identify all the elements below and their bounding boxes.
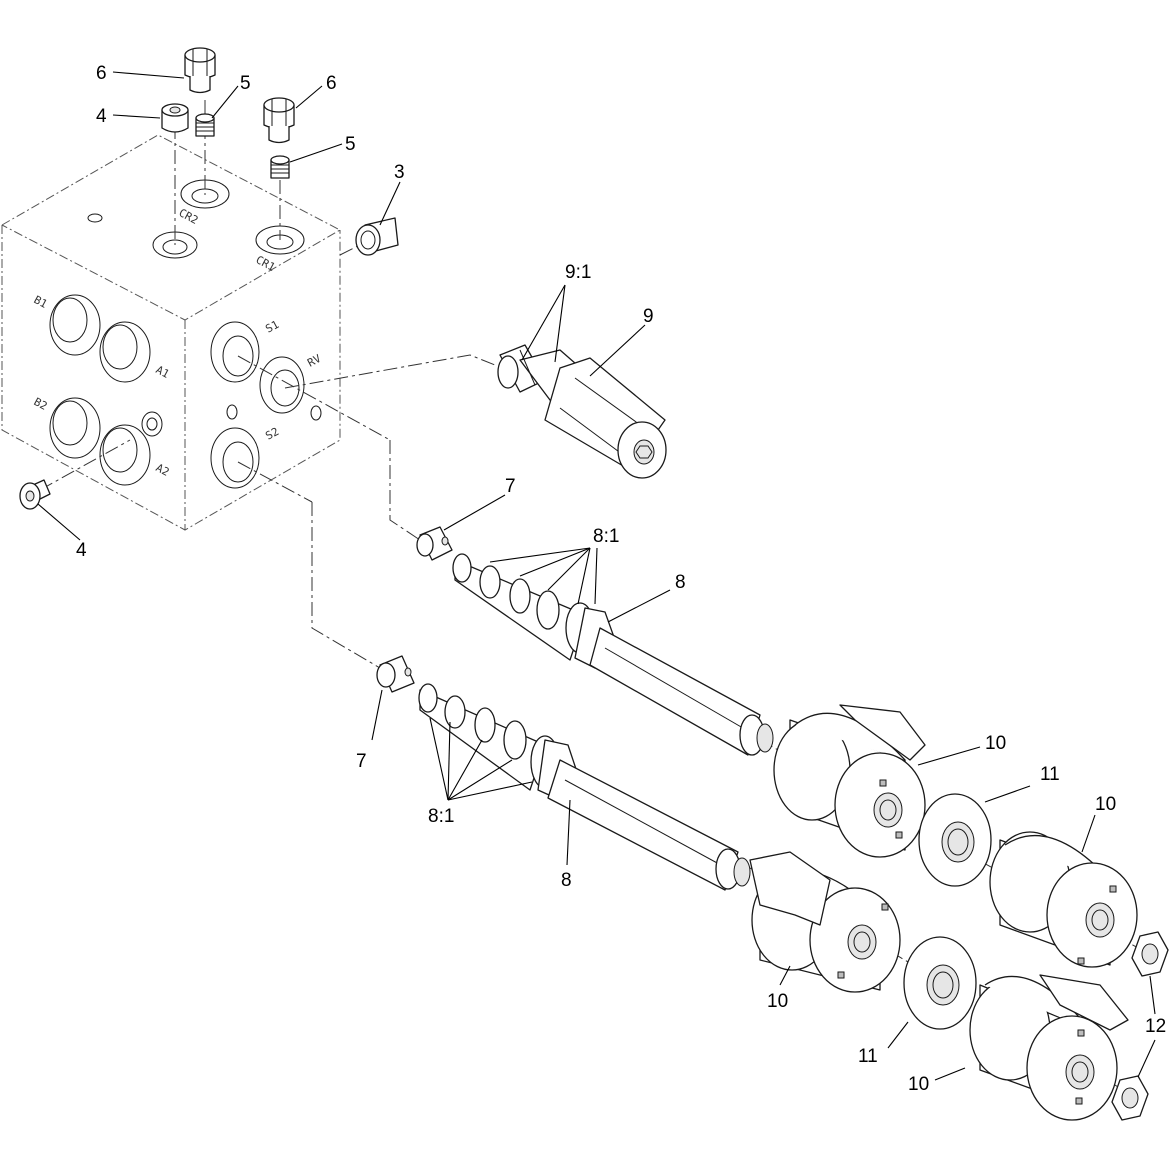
callout-leaders (37, 71, 1156, 1081)
callout-11-lower: 11 (858, 1046, 878, 1067)
port-label-cr1: CR1 (254, 253, 278, 274)
callout-7-lower: 7 (356, 751, 367, 772)
solenoid-coil-10-d (969, 974, 1129, 1121)
port-label-a1: A1 (154, 363, 172, 381)
callout-5-left: 5 (240, 73, 251, 94)
hex-plug-6-left (184, 47, 216, 94)
washer-11-lower (903, 936, 977, 1030)
port-label-b1: B1 (32, 293, 50, 311)
port-label-rv: RV (305, 352, 323, 370)
valve-manifold-block: B1 A1 B2 A2 S1 RV S2 CR1 CR2 (1, 134, 342, 531)
callout-8-upper: 8 (675, 572, 686, 593)
solenoid-coil-10-a (773, 704, 926, 858)
callout-5-right: 5 (345, 134, 356, 155)
hex-nut-12-upper (1131, 931, 1169, 977)
hex-nut-12-lower (1111, 1075, 1149, 1121)
callout-11-upper: 11 (1040, 764, 1060, 785)
solenoid-coil-10-b (989, 831, 1138, 968)
threaded-insert-5-right (270, 155, 290, 179)
hex-plug-6-right (263, 97, 295, 144)
socket-plug-4-top (161, 103, 189, 133)
callout-9: 9 (643, 306, 654, 327)
assembly-center-lines (39, 100, 1161, 1101)
port-label-s2: S2 (263, 425, 281, 443)
washer-11-upper (918, 793, 992, 887)
socket-plug-4-left (19, 479, 51, 510)
callout-8-lower: 8 (561, 870, 572, 891)
callout-3: 3 (394, 162, 405, 183)
callout-8-1-lower: 8:1 (428, 806, 454, 827)
callout-4-left: 4 (76, 540, 87, 561)
solenoid-coil-10-c (749, 851, 901, 993)
threaded-insert-5-left (195, 113, 215, 137)
callout-6-right: 6 (326, 73, 337, 94)
callout-6-left: 6 (96, 63, 107, 84)
callout-7-upper: 7 (505, 476, 516, 497)
port-label-s1: S1 (263, 318, 281, 336)
orifice-plug-7-lower (376, 655, 415, 693)
relief-valve-cartridge-9 (497, 344, 667, 479)
port-label-b2: B2 (32, 395, 50, 413)
callout-4-top: 4 (96, 106, 107, 127)
plug-3 (355, 217, 399, 256)
callout-12: 12 (1145, 1016, 1166, 1037)
orifice-plug-7-upper (416, 526, 453, 561)
callout-10-d: 10 (908, 1074, 929, 1095)
callout-10-b: 10 (1095, 794, 1116, 815)
callout-10-a: 10 (985, 733, 1006, 754)
port-label-cr2: CR2 (177, 206, 201, 227)
solenoid-cartridge-8-upper (452, 553, 774, 756)
solenoid-cartridge-8-lower (418, 683, 751, 891)
callout-9-1: 9:1 (565, 262, 591, 283)
port-label-a2: A2 (154, 461, 172, 479)
callout-10-c: 10 (767, 991, 788, 1012)
callout-labels: 6 4 5 6 5 3 4 9:1 9 7 8:1 8 7 8:1 8 10 1… (76, 63, 1166, 1095)
callout-8-1-upper: 8:1 (593, 526, 619, 547)
